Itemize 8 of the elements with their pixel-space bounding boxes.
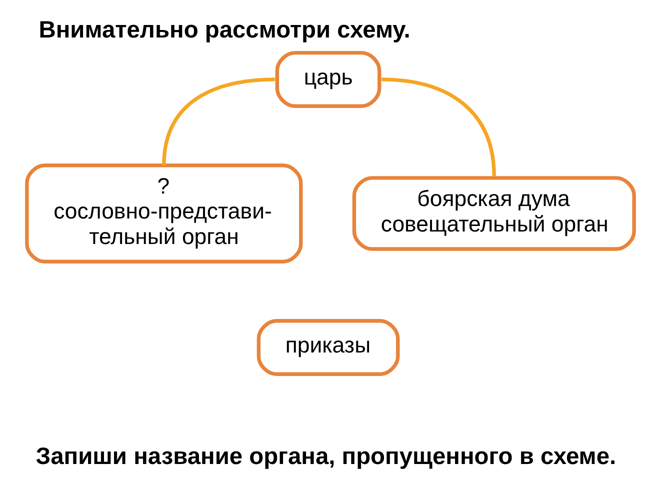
connector: [382, 78, 496, 177]
diagram-title: Внимательно рассмотри схему.: [38, 18, 410, 44]
node-box: приказы: [256, 318, 400, 376]
node-box: боярская дума совещательный орган: [352, 176, 636, 251]
node-box: ? сословно-представи- тельный орган: [25, 164, 303, 264]
label: Запиши название органа, пропущенного в схеме.: [36, 444, 616, 470]
connector: [162, 78, 276, 166]
node-box: царь: [275, 50, 382, 108]
